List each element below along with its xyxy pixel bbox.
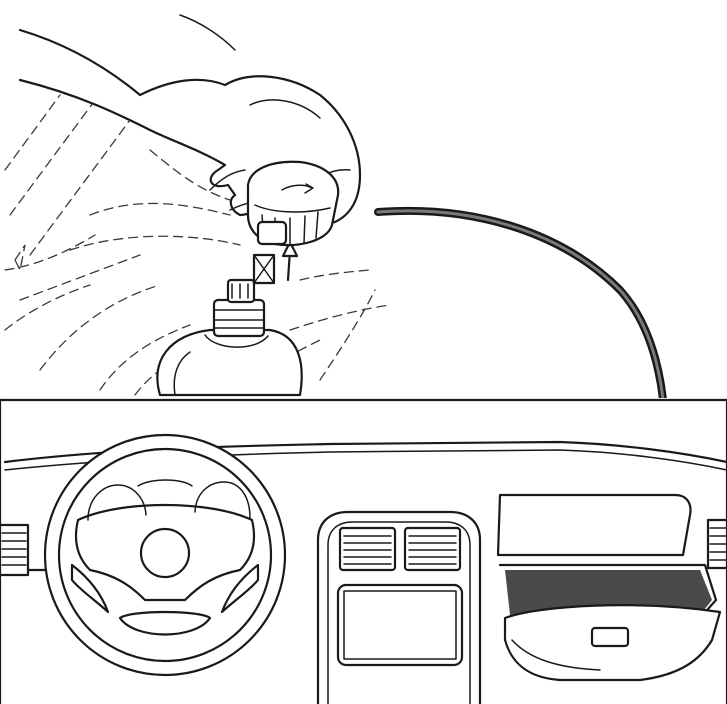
glove-box-icon bbox=[500, 565, 720, 680]
right-air-vent-icon bbox=[708, 520, 727, 568]
steering-wheel-icon bbox=[45, 435, 285, 675]
passenger-dash-panel bbox=[498, 495, 690, 555]
center-console bbox=[318, 512, 480, 704]
insert-direction-arrow-icon bbox=[283, 242, 297, 280]
left-air-vent-icon bbox=[0, 525, 28, 575]
valve-cap-icon bbox=[248, 162, 338, 245]
sealant-can-icon bbox=[157, 255, 301, 395]
